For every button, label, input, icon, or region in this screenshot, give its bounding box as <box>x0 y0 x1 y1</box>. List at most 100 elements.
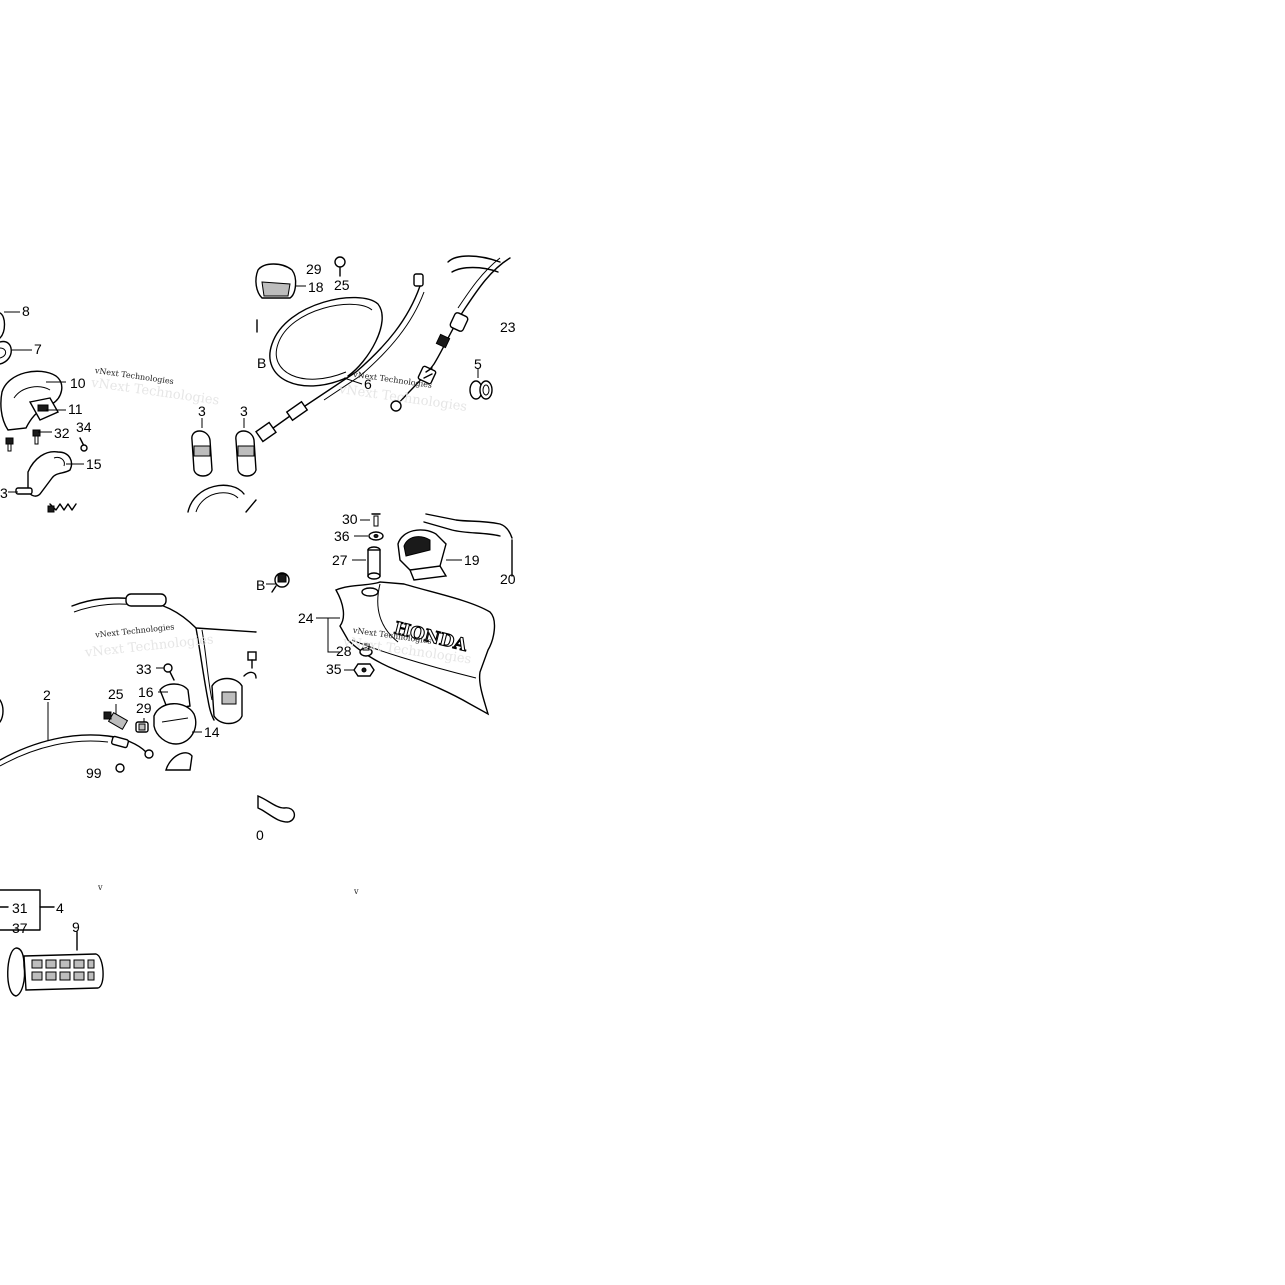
callout-c7: 7 <box>34 341 42 357</box>
part-16-housing <box>159 683 191 711</box>
part-23-hose-b <box>451 266 499 273</box>
callout-cB1: B <box>257 355 266 371</box>
callout-c5: 5 <box>474 356 482 372</box>
callout-c23: 23 <box>500 319 516 335</box>
part-28-bolt <box>359 643 373 657</box>
part-23-hose <box>447 255 501 263</box>
part-wire-sleeve <box>125 593 167 607</box>
watermark-bottom-left: vNext Technologies vNext Technologies <box>83 622 214 661</box>
watermark-top-right: vNext Technologies vNext Technologies <box>337 370 468 415</box>
part-switch-button <box>221 691 237 705</box>
callout-c33: 33 <box>136 661 152 677</box>
watermark-fragment-a: v <box>97 883 103 892</box>
callout-c32: 32 <box>54 425 70 441</box>
watermark-fragment-b: v <box>353 887 359 896</box>
callout-c10: 10 <box>70 375 86 391</box>
part-15-lever-hole <box>53 457 65 467</box>
callout-c28: 28 <box>336 643 352 659</box>
callout-c9: 9 <box>72 919 80 935</box>
quadrant-top-left <box>0 312 88 513</box>
callout-cB2: B <box>256 577 265 593</box>
callout-c30: 30 <box>342 511 358 527</box>
part-lever-tip <box>257 794 295 823</box>
part-loop-fragment-c <box>245 499 257 513</box>
callout-c14: 14 <box>204 724 220 740</box>
callout-c6: 6 <box>364 376 372 392</box>
callout-c25a: 25 <box>334 277 350 293</box>
part-6-cable-2 <box>323 291 425 401</box>
part-23-cable-b <box>457 257 501 309</box>
callout-c29b: 29 <box>136 700 152 716</box>
part-20-handlebar <box>425 513 513 539</box>
part-3-clamp-a <box>191 430 213 477</box>
part-2-cable-end <box>110 735 130 749</box>
part-7-ring <box>0 340 12 365</box>
part-32-bolt <box>32 429 41 445</box>
callout-c35: 35 <box>326 661 342 677</box>
part-24-handguard-hole <box>361 587 379 597</box>
callout-c25b: 25 <box>108 686 124 702</box>
part-B-fitting <box>271 572 290 593</box>
callout-c99: 99 <box>86 765 102 781</box>
callout-c36: 36 <box>334 528 350 544</box>
part-24-handguard <box>335 581 496 716</box>
leader-lines <box>4 285 479 740</box>
callout-c19: 19 <box>464 552 480 568</box>
svg-text:v: v <box>97 883 103 892</box>
part-10-housing <box>0 370 63 431</box>
part-25-bolt <box>103 711 129 731</box>
part-19-mount-shade <box>403 536 431 557</box>
part-loop-fragment <box>187 484 245 513</box>
part-5-rings <box>469 380 493 400</box>
part-bottom-lever-fragment <box>165 752 193 771</box>
quadrant-top-right <box>187 255 511 513</box>
callout-c2: 2 <box>43 687 51 703</box>
part-9-grip <box>7 931 104 997</box>
part-6-cable-loop <box>269 296 383 387</box>
part-13-pin <box>15 487 33 495</box>
part-6-adjuster <box>255 400 309 443</box>
part-15-lever <box>27 451 73 497</box>
callout-c15: 15 <box>86 456 102 472</box>
part-wire-down-b <box>201 629 213 701</box>
callout-c27: 27 <box>332 552 348 568</box>
callout-c34: 34 <box>76 419 92 435</box>
part-2-cable-b <box>0 740 109 767</box>
callout-c3a: 3 <box>198 403 206 419</box>
part-loop-fragment-b <box>195 492 239 513</box>
callout-c31: 31 <box>12 900 28 916</box>
part-23-adjuster <box>417 312 469 385</box>
part-left-bolt <box>5 437 14 452</box>
part-2-cable-ball <box>144 749 154 759</box>
part-8-ring <box>0 312 6 339</box>
callout-c0: 0 <box>256 827 264 843</box>
part-2-cable <box>0 734 147 761</box>
callout-c18: 18 <box>308 279 324 295</box>
bracket-4 <box>0 889 41 931</box>
part-cable-end-ball <box>390 400 402 412</box>
part-6-cable <box>261 285 421 437</box>
quadrant-bottom-left <box>0 593 257 773</box>
callout-c37: 37 <box>12 920 28 936</box>
part-23-cable <box>397 257 511 405</box>
part-connector-edge <box>243 671 257 679</box>
callout-c13: 3 <box>0 485 8 501</box>
callout-c4: 4 <box>56 900 64 916</box>
svg-text:v: v <box>353 887 359 896</box>
part-34-screw <box>79 437 88 452</box>
part-small-screw-top <box>247 651 257 669</box>
part-20-handlebar-b <box>423 521 501 537</box>
part-35-nut <box>353 663 375 677</box>
part-27-collar <box>367 546 381 580</box>
part-fragment-left <box>0 699 4 723</box>
part-3-clamp-b <box>235 430 257 477</box>
callout-c8: 8 <box>22 303 30 319</box>
part-14-housing <box>153 703 197 745</box>
part-spring <box>47 503 77 513</box>
part-29-nut <box>135 721 149 733</box>
part-10-housing-detail <box>13 386 51 399</box>
part-14-housing-detail <box>161 717 189 723</box>
part-30-screw <box>371 513 381 527</box>
